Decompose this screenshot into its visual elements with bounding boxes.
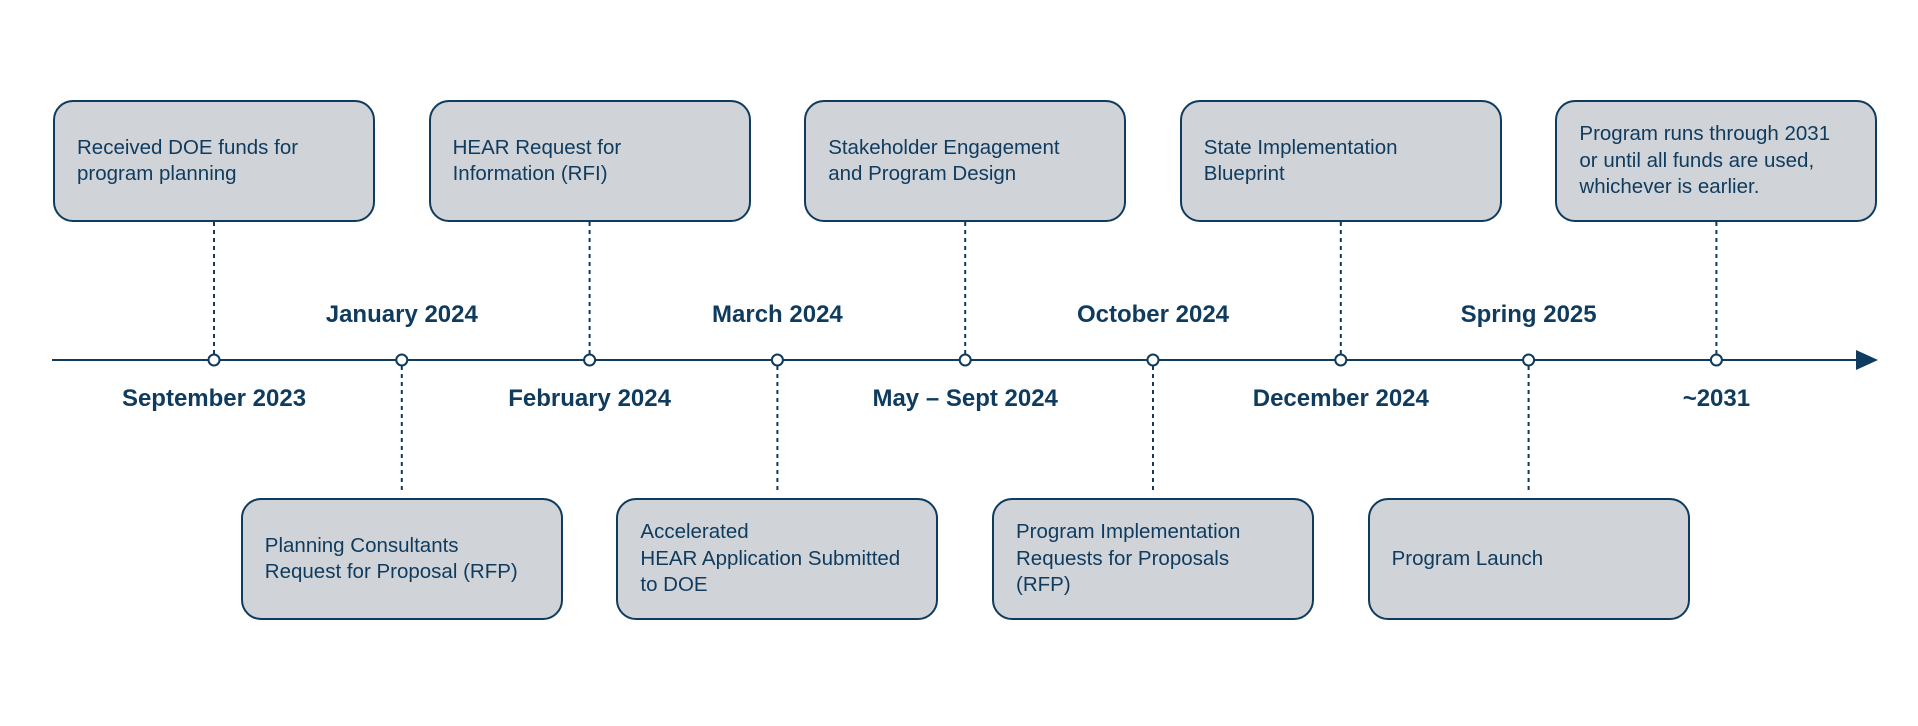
milestone-node <box>770 353 784 367</box>
milestone-card: Received DOE funds for program planning <box>53 100 375 222</box>
milestone-date: March 2024 <box>712 301 843 328</box>
axis-arrowhead <box>1856 350 1878 370</box>
milestone-card: State Implementation Blueprint <box>1179 100 1502 222</box>
milestone-node <box>207 353 221 367</box>
milestone-date: October 2024 <box>1076 301 1230 328</box>
milestone-date: December 2024 <box>1252 385 1429 412</box>
milestone-card: Program runs through 2031 or until all f… <box>1555 100 1878 222</box>
milestone-date: January 2024 <box>325 301 478 328</box>
milestone-card: Program Launch <box>1367 498 1690 620</box>
milestone-card: Planning Consultants Request for Proposa… <box>240 498 563 620</box>
milestone-date: February 2024 <box>508 385 671 412</box>
milestone-node <box>1146 353 1160 367</box>
milestone-date: May – Sept 2024 <box>872 385 1058 412</box>
milestone-date: September 2023 <box>121 385 307 412</box>
milestone-node <box>1709 353 1723 367</box>
milestone-node <box>1522 353 1536 367</box>
milestone-date: Spring 2025 <box>1460 301 1597 328</box>
milestone-card: HEAR Request for Information (RFI) <box>428 100 751 222</box>
milestone-node <box>1334 353 1348 367</box>
milestone-node <box>958 353 972 367</box>
milestone-card: Accelerated HEAR Application Submitted t… <box>616 498 939 620</box>
milestone-date: ~2031 <box>1682 385 1751 412</box>
milestone-card: Program Implementation Requests for Prop… <box>992 498 1314 620</box>
milestone-card: Stakeholder Engagement and Program Desig… <box>804 100 1127 222</box>
milestone-node <box>583 353 597 367</box>
milestone-node <box>395 353 409 367</box>
